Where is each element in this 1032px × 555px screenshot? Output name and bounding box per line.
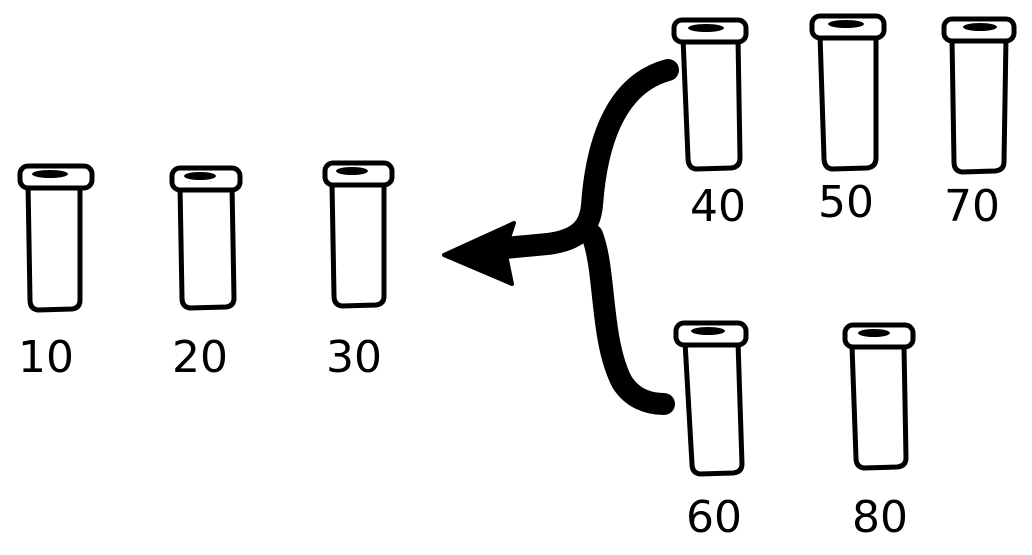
tube-label-80: 80 — [852, 492, 908, 543]
test-tube-40: 40 — [671, 17, 749, 232]
tube-label-60: 60 — [686, 492, 742, 543]
test-tube-30: 30 — [322, 160, 395, 383]
branch-arrow — [442, 59, 679, 415]
test-tube-10: 10 — [17, 163, 95, 383]
tube-label-30: 30 — [326, 332, 382, 383]
test-tube-20: 20 — [169, 165, 243, 383]
tube-label-50: 50 — [818, 177, 874, 228]
test-tube-70: 70 — [941, 16, 1017, 232]
test-tube-50: 50 — [809, 13, 887, 228]
tube-label-40: 40 — [690, 181, 746, 232]
test-tube-80: 80 — [842, 322, 916, 543]
test-tube-60: 60 — [673, 320, 749, 543]
tube-label-70: 70 — [944, 181, 1000, 232]
tube-label-10: 10 — [18, 332, 74, 383]
tube-label-20: 20 — [172, 332, 228, 383]
